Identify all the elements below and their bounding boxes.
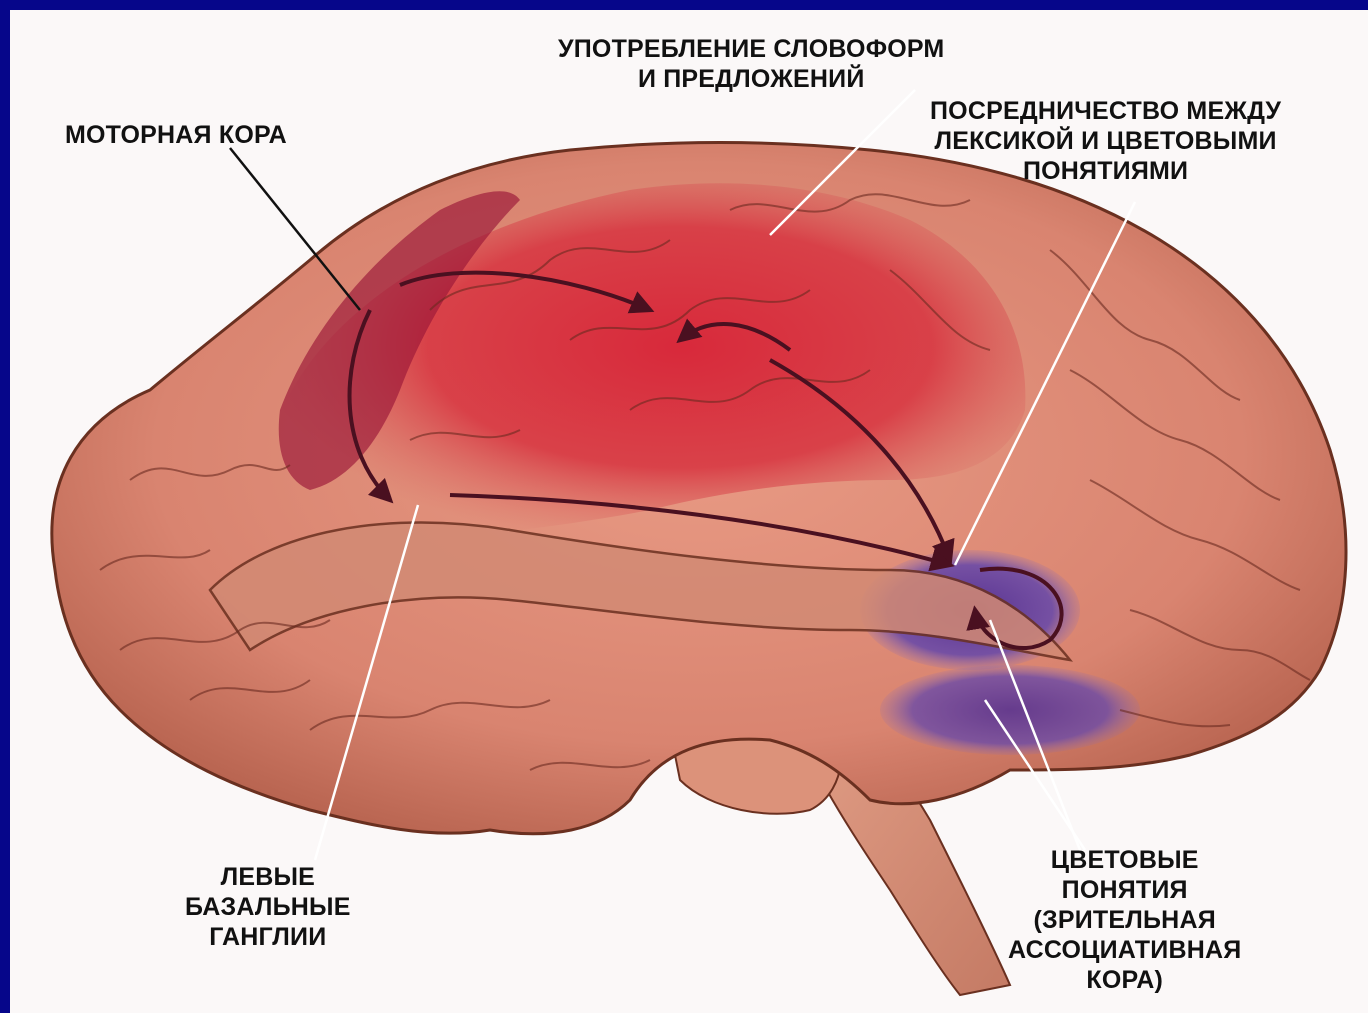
label-basal-ganglia: ЛЕВЫЕ БАЗАЛЬНЫЕ ГАНГЛИИ: [185, 862, 351, 952]
label-motor-cortex: МОТОРНАЯ КОРА: [65, 120, 287, 150]
visual-association-region-lower: [880, 665, 1140, 755]
figure-canvas: МОТОРНАЯ КОРА УПОТРЕБЛЕНИЕ СЛОВОФОРМ И П…: [10, 10, 1368, 1013]
label-color-concepts: ЦВЕТОВЫЕ ПОНЯТИЯ (ЗРИТЕЛЬНАЯ АССОЦИАТИВН…: [1008, 845, 1241, 995]
label-mediation: ПОСРЕДНИЧЕСТВО МЕЖДУ ЛЕКСИКОЙ И ЦВЕТОВЫМ…: [930, 96, 1281, 186]
label-word-usage: УПОТРЕБЛЕНИЕ СЛОВОФОРМ И ПРЕДЛОЖЕНИЙ: [558, 34, 944, 94]
